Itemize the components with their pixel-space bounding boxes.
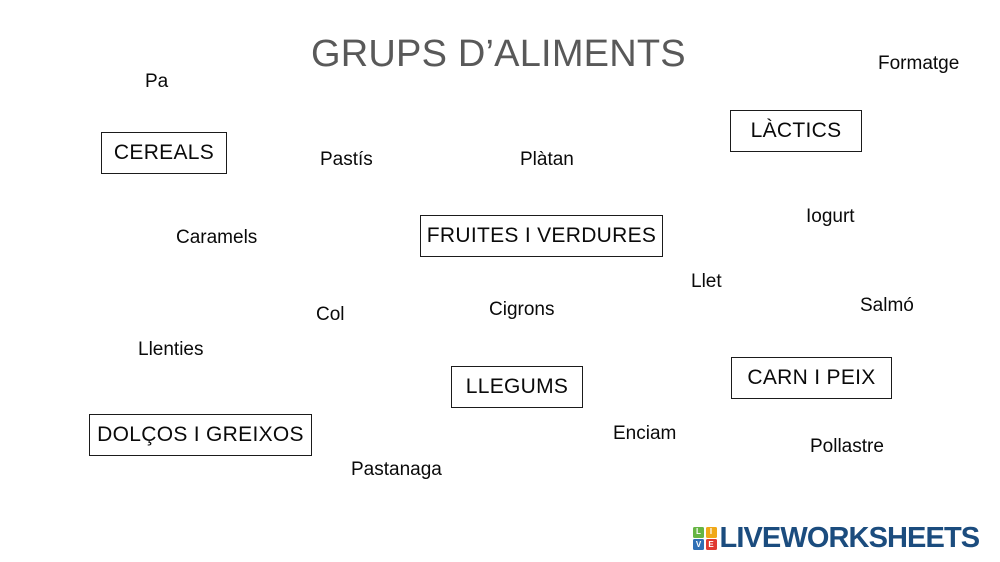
food-word-salmo[interactable]: Salmó (860, 295, 914, 316)
food-word-col[interactable]: Col (316, 304, 345, 325)
food-word-cigrons[interactable]: Cigrons (489, 299, 555, 320)
liveworksheets-wordmark: LIVEWORKSHEETS (719, 522, 981, 554)
logo-tile-l: L (693, 526, 704, 538)
food-word-formatge[interactable]: Formatge (878, 53, 960, 74)
category-box-llegums[interactable]: LLEGUMS (451, 366, 583, 408)
liveworksheets-logo[interactable]: L I V E LIVEWORKSHEETS (693, 522, 981, 554)
logo-tile-v: V (693, 539, 704, 551)
category-box-label: LÀCTICS (750, 119, 842, 142)
food-word-iogurt[interactable]: Iogurt (806, 206, 855, 227)
category-box-label: CARN I PEIX (747, 366, 876, 389)
food-word-enciam[interactable]: Enciam (613, 423, 677, 444)
category-box-label: DOLÇOS I GREIXOS (97, 423, 304, 446)
category-box-carn-i-peix[interactable]: CARN I PEIX (731, 357, 892, 399)
category-box-lactics[interactable]: LÀCTICS (730, 110, 862, 152)
category-box-dolcos-i-greixos[interactable]: DOLÇOS I GREIXOS (89, 414, 312, 456)
page-title: GRUPS D’ALIMENTS (311, 33, 686, 75)
food-word-pollastre[interactable]: Pollastre (810, 436, 884, 457)
category-box-label: CEREALS (113, 141, 215, 164)
category-box-cereals[interactable]: CEREALS (101, 132, 227, 174)
food-word-caramels[interactable]: Caramels (176, 227, 258, 248)
food-word-pastis[interactable]: Pastís (320, 149, 373, 170)
logo-tile-e: E (705, 539, 717, 551)
liveworksheets-logo-tiles: L I V E (693, 526, 717, 551)
logo-tile-i: I (705, 526, 717, 538)
category-box-label: FRUITES I VERDURES (426, 224, 657, 247)
food-word-llenties[interactable]: Llenties (138, 339, 204, 360)
food-word-platan[interactable]: Plàtan (520, 149, 574, 170)
food-word-pastanaga[interactable]: Pastanaga (351, 459, 442, 480)
food-word-llet[interactable]: Llet (691, 271, 722, 292)
category-box-fruites-i-verdures[interactable]: FRUITES I VERDURES (420, 215, 663, 257)
food-word-pa[interactable]: Pa (145, 71, 169, 92)
category-box-label: LLEGUMS (465, 375, 569, 398)
